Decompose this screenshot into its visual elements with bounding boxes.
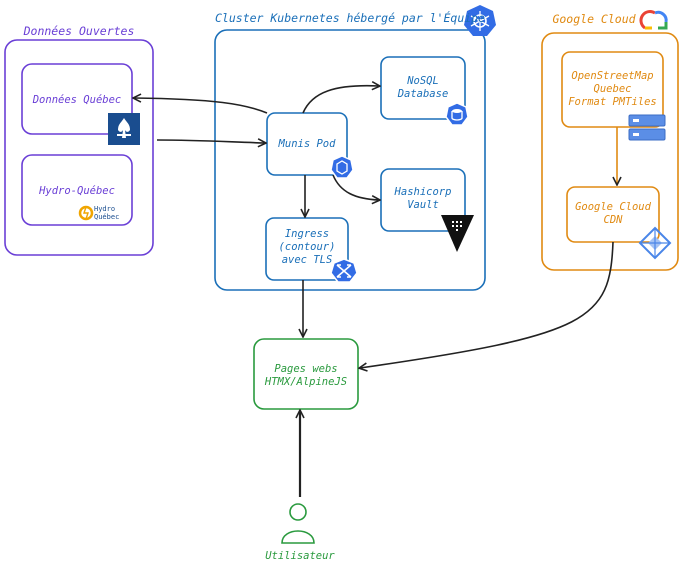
node-ingress-label-2: (contour)	[278, 241, 336, 253]
hydro-logo-text-1: Hydro	[94, 205, 116, 213]
hydro-logo-text-2: Québec	[94, 213, 120, 221]
node-nosql-label-1: NoSQL	[407, 75, 439, 87]
node-nosql-label-2: Database	[397, 88, 449, 100]
arrow-cdn-to-web	[360, 241, 614, 368]
node-osm-label-2: Quebec	[593, 83, 632, 95]
vault-icon	[441, 215, 474, 252]
node-cdn-label-2: CDN	[603, 214, 623, 226]
node-web-pages-box	[253, 338, 359, 410]
node-ingress-label-3: avec TLS	[281, 254, 333, 266]
node-web-pages-label-1: Pages webs	[274, 363, 338, 375]
node-hydro-quebec-box	[21, 154, 133, 226]
group-cluster-title: Cluster Kubernetes hébergé par l'Équipe	[215, 11, 486, 25]
node-osm-box	[561, 51, 664, 128]
ingress-icon	[330, 258, 358, 283]
quebec-flag-icon	[108, 113, 140, 145]
node-ingress-box	[265, 217, 349, 281]
database-icon	[445, 102, 469, 126]
cdn-icon	[638, 226, 672, 260]
node-osm-label-3: Format PMTiles	[568, 96, 657, 108]
storage-icon	[628, 114, 666, 141]
arrow-munis-to-nosql	[302, 86, 379, 114]
google-cloud-icon	[639, 10, 668, 30]
group-cluster	[214, 29, 486, 291]
user-icon	[281, 503, 315, 544]
node-donnees-quebec-label: Données Québec	[32, 94, 122, 106]
node-ingress-label-1: Ingress	[284, 228, 330, 240]
node-vault-label-2: Vault	[407, 199, 439, 211]
group-open-data-title: Données Ouvertes	[23, 24, 135, 38]
node-osm-label-1: OpenStreetMap	[571, 70, 654, 82]
node-hydro-quebec-label: Hydro-Québec	[39, 185, 115, 197]
node-cdn-label-1: Google Cloud	[575, 201, 651, 213]
pod-icon	[330, 155, 354, 179]
node-web-pages-label-2: HTMX/AlpineJS	[264, 376, 348, 388]
user-label: Utilisateur	[265, 550, 335, 562]
group-open-data	[4, 39, 154, 256]
group-google-cloud-title: Google Cloud	[552, 12, 636, 26]
arrow-donnees-quebec-to-munis	[156, 140, 265, 143]
hydro-quebec-logo	[78, 205, 94, 221]
arrow-munis-to-vault	[332, 174, 379, 200]
node-munis-pod-label: Munis Pod	[278, 138, 336, 150]
kubernetes-icon	[464, 5, 496, 36]
node-vault-label-1: Hashicorp	[394, 186, 452, 198]
arrow-munis-to-donnees-quebec	[134, 98, 268, 114]
